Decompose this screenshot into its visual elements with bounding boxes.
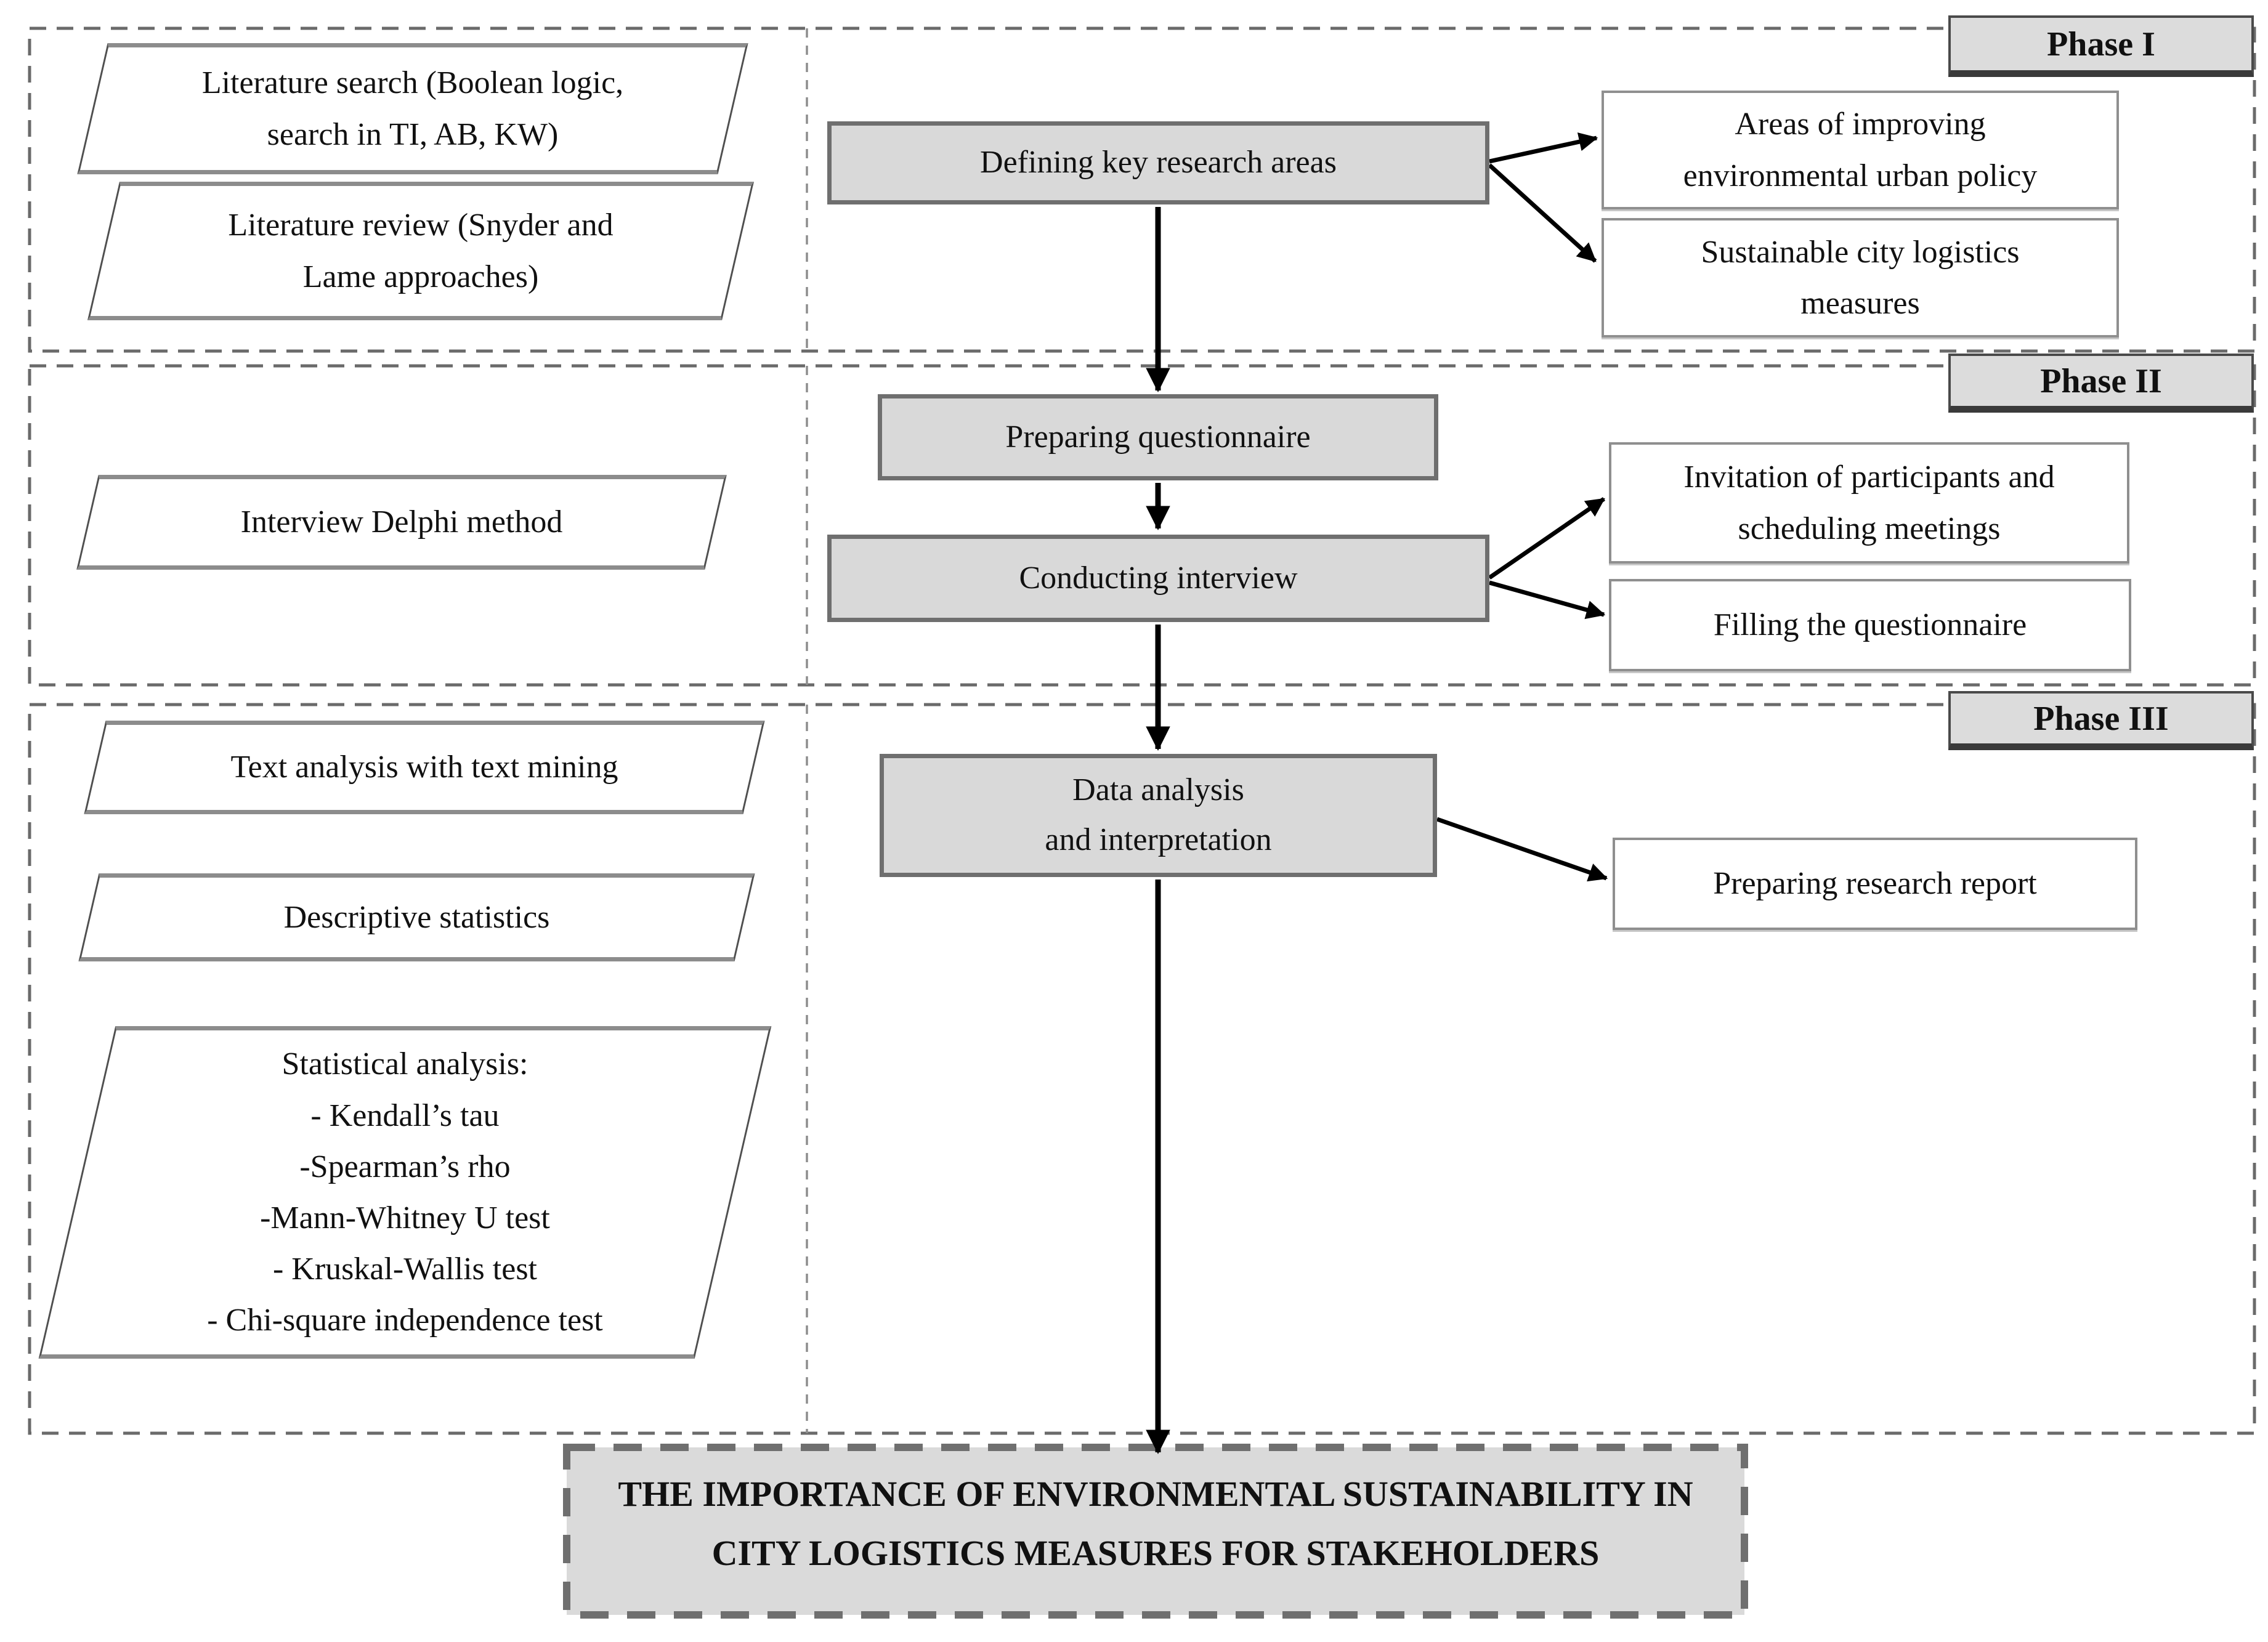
text-mining-parallelogram: Text analysis with text mining xyxy=(76,721,772,814)
areas-improving-policy-box: Areas of improving environmental urban p… xyxy=(1602,91,2119,209)
phase2-label: Phase II xyxy=(1948,354,2254,413)
defining-key-research-areas-box: Defining key research areas xyxy=(827,121,1489,204)
sustainable-city-logistics-box: Sustainable city logistics measures xyxy=(1602,218,2119,338)
arrow-defining-to-sustainable xyxy=(1488,163,1597,263)
interview-delphi-parallelogram: Interview Delphi method xyxy=(69,475,734,570)
arrow-defining-to-areas xyxy=(1489,132,1598,164)
literature-review-text: Literature review (Snyder and Lame appro… xyxy=(228,208,614,294)
conclusion-text: THE IMPORTANCE OF ENVIRONMENTAL SUSTAINA… xyxy=(618,1474,1693,1573)
literature-review-parallelogram: Literature review (Snyder and Lame appro… xyxy=(85,182,756,320)
arrow-conducting-to-filling xyxy=(1489,580,1606,620)
preparing-research-report-box: Preparing research report xyxy=(1613,838,2137,930)
interview-delphi-text: Interview Delphi method xyxy=(240,504,563,540)
filling-questionnaire-box: Filling the questionnaire xyxy=(1609,579,2131,671)
data-analysis-box: Data analysis and interpretation xyxy=(880,754,1437,877)
statistical-analysis-text: Statistical analysis: - Kendall’s tau -S… xyxy=(207,1046,603,1338)
arrow-data-analysis-to-report xyxy=(1436,817,1608,882)
invitation-participants-box: Invitation of participants and schedulin… xyxy=(1609,442,2129,564)
preparing-questionnaire-box: Preparing questionnaire xyxy=(878,394,1438,480)
text-mining-text: Text analysis with text mining xyxy=(230,750,618,785)
phase3-label: Phase III xyxy=(1948,691,2254,750)
literature-search-text: Literature search (Boolean logic, search… xyxy=(201,65,624,152)
phase1-label: Phase I xyxy=(1948,15,2254,77)
statistical-analysis-parallelogram: Statistical analysis: - Kendall’s tau -S… xyxy=(34,1026,776,1359)
arrow-conducting-to-invitation xyxy=(1488,497,1605,580)
descriptive-statistics-text: Descriptive statistics xyxy=(283,899,550,935)
literature-search-parallelogram: Literature search (Boolean logic, search… xyxy=(74,43,751,174)
descriptive-statistics-parallelogram: Descriptive statistics xyxy=(70,873,763,961)
conducting-interview-box: Conducting interview xyxy=(827,535,1489,622)
